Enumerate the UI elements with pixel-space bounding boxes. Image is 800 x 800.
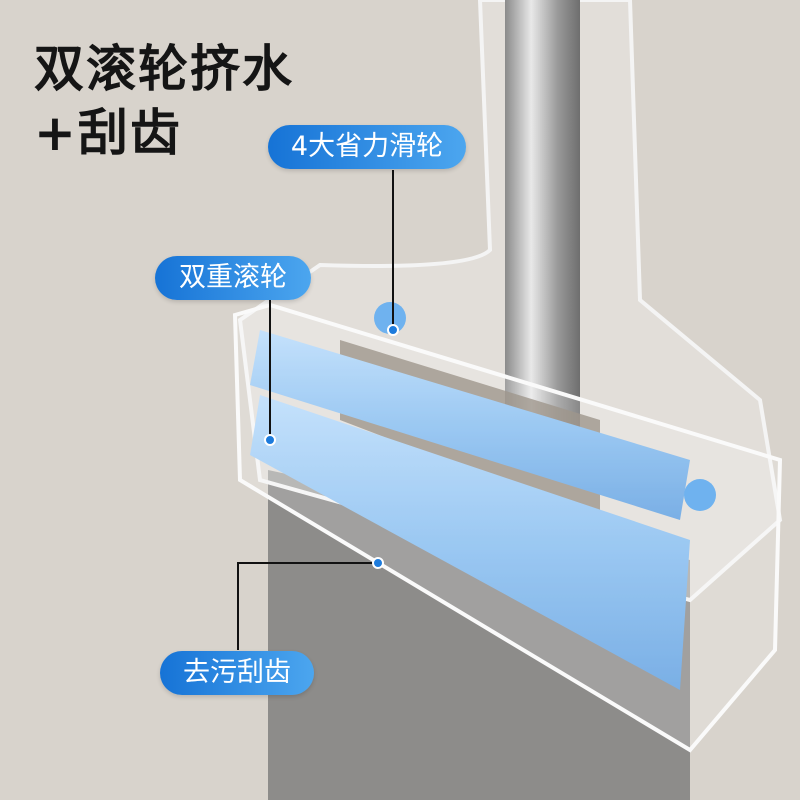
wheel [684,479,716,511]
upper-roller [250,330,690,520]
callout-scraper-teeth: 去污刮齿 [160,651,314,695]
callout-double-roller: 双重滚轮 [155,256,311,300]
lower-roller [250,395,690,690]
headline-line1: 双滚轮挤水 [34,40,294,98]
callout-wheels: 4大省力滑轮 [268,125,466,169]
headline-line2: +刮齿 [34,104,182,162]
mop-pole [505,0,580,460]
wheel [374,302,406,334]
